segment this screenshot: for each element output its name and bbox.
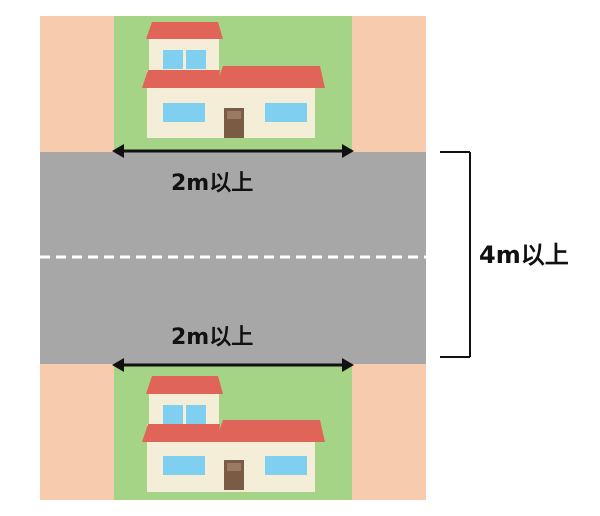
top-left-neighbor-lot <box>40 16 114 152</box>
top-house-window-lower-left <box>163 103 205 122</box>
top-house-icon <box>142 22 325 138</box>
bottom-house-window-lower-left <box>163 456 205 475</box>
bottom-double-arrow-icon <box>112 358 354 372</box>
bottom-measure-label: 2m以上 <box>171 325 253 350</box>
road <box>40 152 426 364</box>
top-house-window-upper-right <box>186 50 206 69</box>
top-arrow-head-left <box>112 144 124 158</box>
bottom-arrow-head-left <box>112 358 124 372</box>
bottom-house-upper-roof <box>146 376 223 394</box>
top-house-window-upper-left <box>163 50 183 69</box>
bottom-house-window-lower-right <box>265 456 307 475</box>
top-measure-label: 2m以上 <box>171 171 253 196</box>
bottom-house-window-upper-right <box>186 405 206 424</box>
bottom-left-neighbor-lot <box>40 364 114 500</box>
bottom-house-upper-wall <box>149 394 219 428</box>
top-house-window-lower-right <box>265 103 307 122</box>
bottom-right-neighbor-lot <box>352 364 426 500</box>
top-house-left-roof <box>142 70 220 88</box>
top-house-upper-wall <box>149 39 219 73</box>
bottom-house-icon <box>142 376 325 492</box>
top-house-door-panel <box>227 111 241 119</box>
bottom-house-door-panel <box>227 463 241 471</box>
road-measure-label: 4m以上 <box>479 241 569 269</box>
top-arrow-head-right <box>342 144 354 158</box>
top-right-neighbor-lot <box>352 16 426 152</box>
bottom-house-lower-roof <box>215 420 325 442</box>
road-width-bracket-icon <box>440 151 471 358</box>
bottom-house-window-upper-left <box>163 405 183 424</box>
top-double-arrow-icon <box>112 144 354 158</box>
top-house-upper-roof <box>146 22 223 39</box>
top-house-lower-roof <box>215 66 325 88</box>
bottom-arrow-head-right <box>342 358 354 372</box>
bottom-house-left-roof <box>142 424 220 442</box>
